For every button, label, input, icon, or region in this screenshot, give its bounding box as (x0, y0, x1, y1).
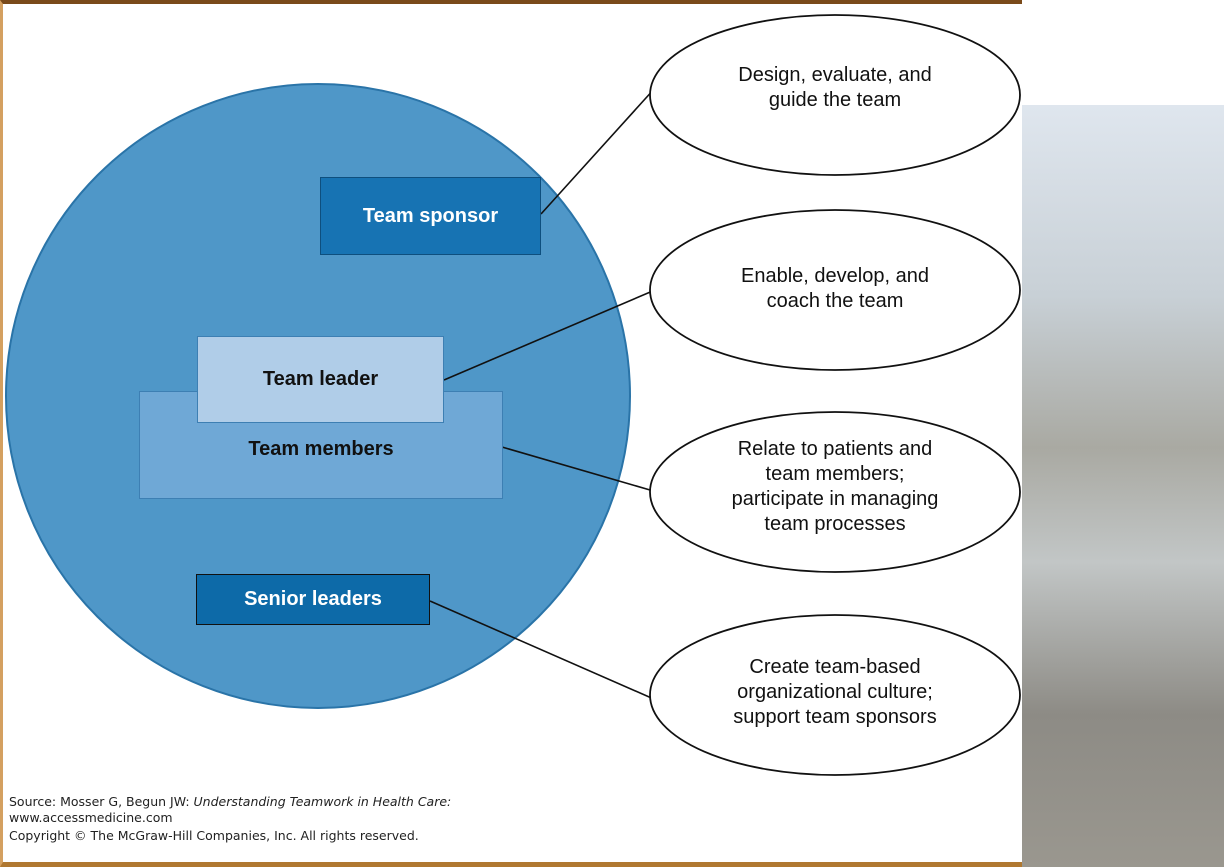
connector-sponsor (540, 87, 656, 215)
background-photo (1022, 105, 1224, 867)
senior-leaders-label: Senior leaders (244, 588, 382, 610)
oval-senior (649, 614, 1021, 776)
connector-senior (429, 600, 657, 701)
team-members-label: Team members (248, 438, 394, 460)
oval-sponsor (649, 14, 1021, 176)
source-url: www.accessmedicine.com (9, 810, 173, 825)
team-sponsor-label: Team sponsor (362, 204, 499, 227)
senior-responsibility: Create team-based organizational culture… (733, 656, 937, 728)
connector-leader (443, 289, 656, 381)
photo-top-area (1022, 0, 1224, 105)
connector-members (501, 446, 651, 491)
leader-responsibility: Enable, develop, and coach the team (741, 265, 929, 312)
senior-leaders-box: Senior leaders (196, 574, 430, 625)
oval-leader (649, 209, 1021, 371)
team-leader-label: Team leader (262, 368, 379, 390)
sponsor-responsibility: Design, evaluate, and guide the team (738, 64, 932, 111)
source-citation: Source: Mosser G, Begun JW: Understandin… (9, 794, 452, 843)
team-leader-box: Team leader (197, 336, 444, 423)
copyright-text: Copyright © The McGraw-Hill Companies, I… (9, 828, 419, 843)
team-sponsor-box: Team sponsor (320, 177, 541, 255)
members-responsibility: Relate to patients and team members; par… (731, 438, 939, 535)
oval-members (649, 411, 1021, 573)
